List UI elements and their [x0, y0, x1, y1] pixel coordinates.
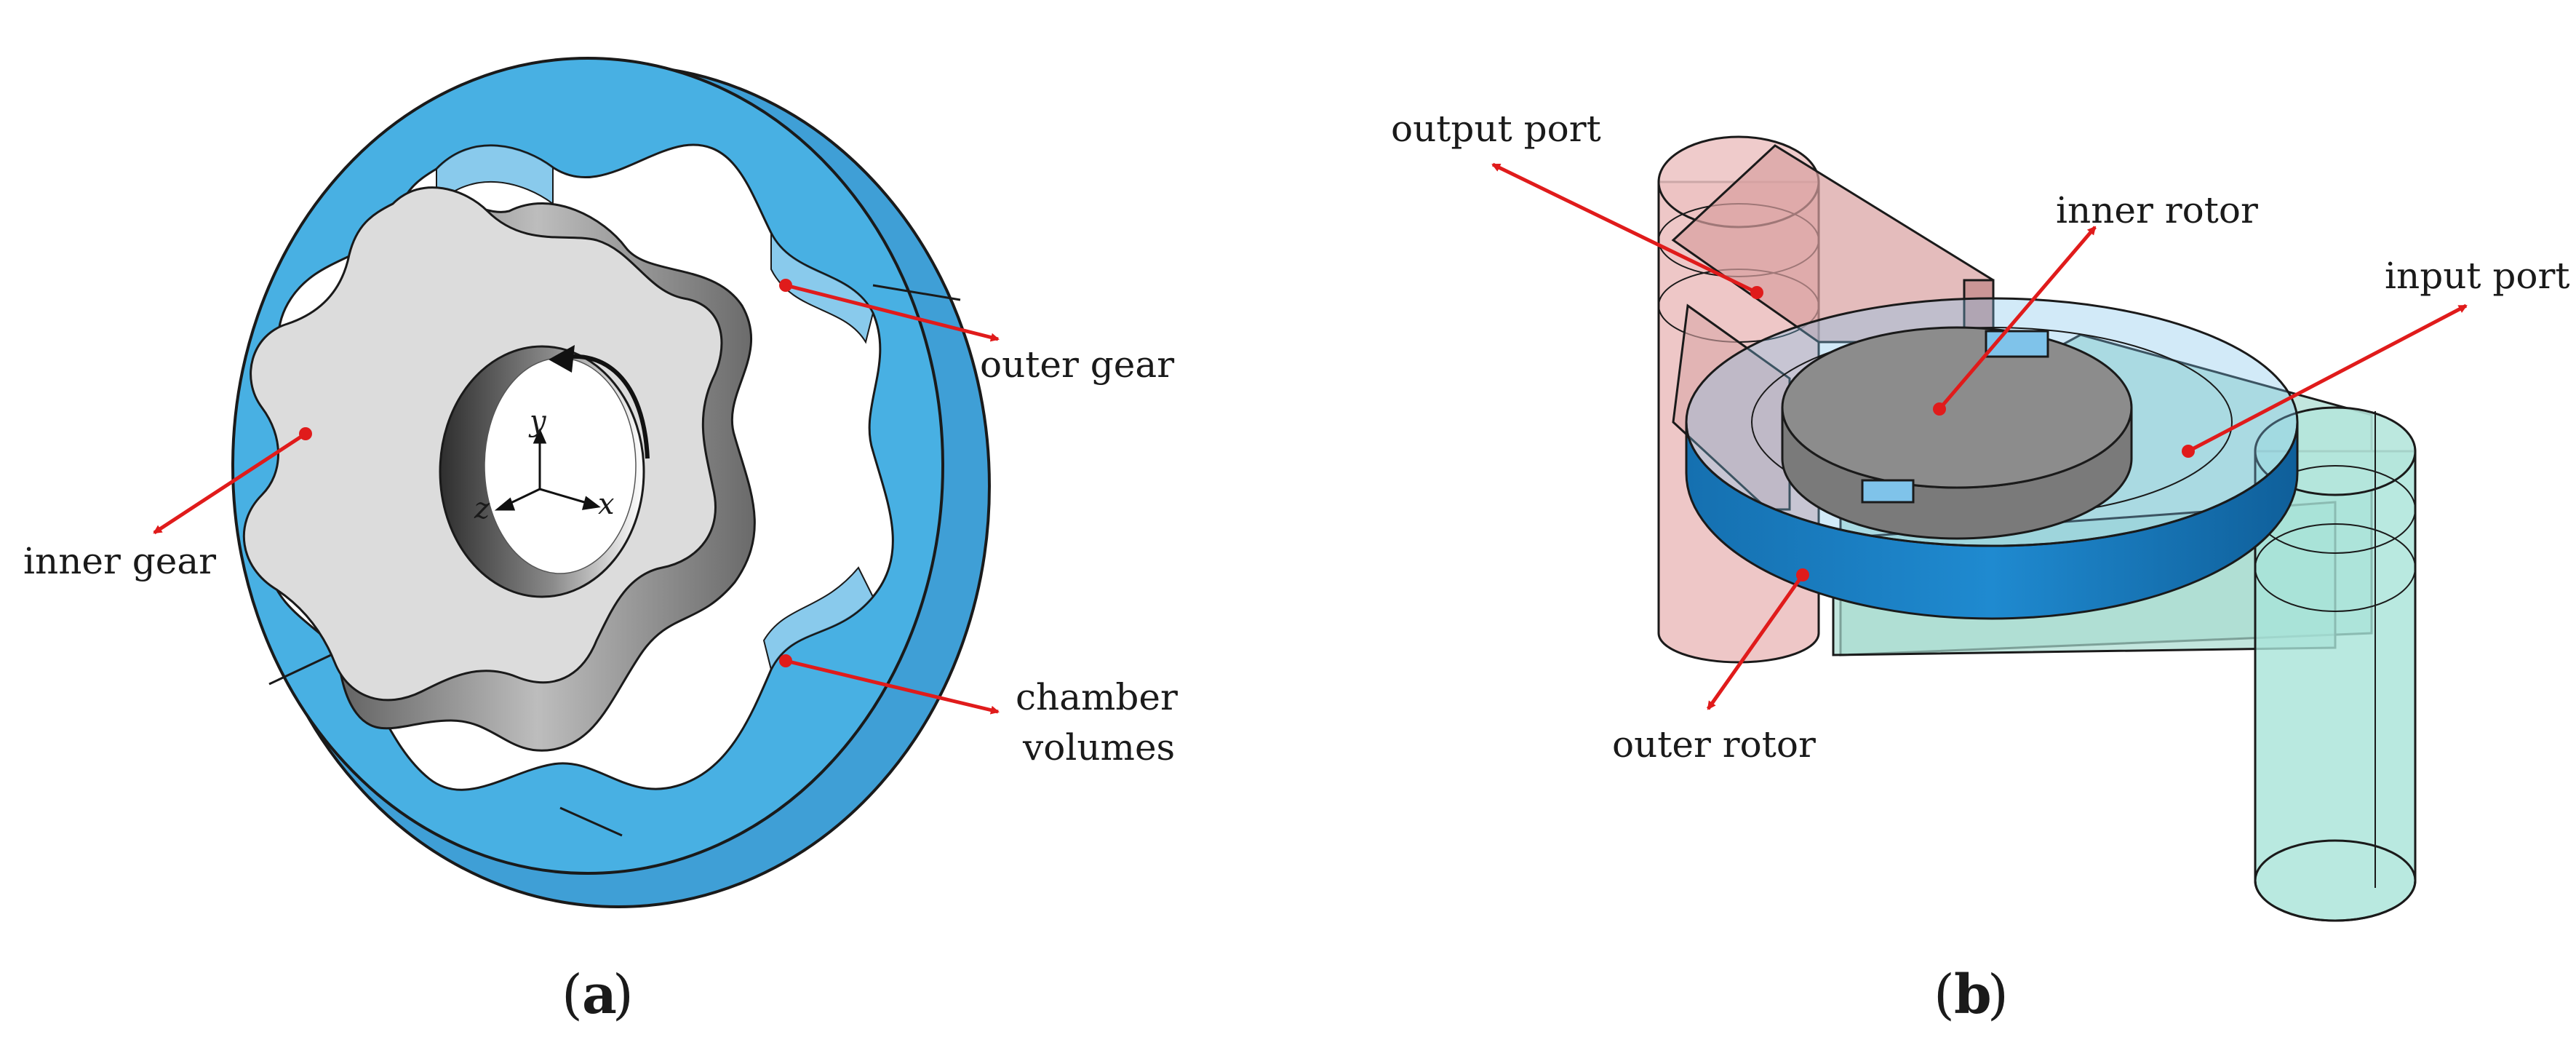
panel-b-caption: ( b ) [1934, 964, 2009, 1026]
leader-outer-gear [779, 279, 1000, 342]
svg-text:(: ( [1934, 964, 1955, 1026]
leader-chamber-volumes [779, 654, 1000, 715]
axis-y-label: y [528, 405, 547, 438]
panel-a: y x z outer gear inner gear chamber volu… [23, 57, 1178, 1026]
panel-a-caption: ( a ) [562, 964, 634, 1026]
panel-b: output port inner rotor input port outer… [1391, 108, 2570, 1026]
svg-text:b: b [1954, 964, 1992, 1026]
svg-text:a: a [582, 964, 617, 1026]
outer-gear-segment-line [872, 284, 961, 301]
rotation-arrow-icon [559, 354, 650, 459]
leader-output-port [1491, 162, 1763, 299]
outer-gear-segment-line [268, 654, 332, 686]
output-port-body [1657, 135, 1995, 664]
label-chamber-line2: volumes [1022, 726, 1175, 769]
label-inner-gear: inner gear [23, 540, 216, 582]
outer-gear-tooth-wall [762, 566, 874, 672]
svg-text:(: ( [562, 964, 583, 1026]
label-input-port: input port [2385, 255, 2570, 297]
svg-text:): ) [613, 964, 634, 1026]
axis-x-label: x [598, 488, 615, 521]
svg-text:): ) [1987, 964, 2009, 1026]
axis-z-label: z [474, 492, 490, 525]
leader-outer-rotor [1706, 568, 1809, 710]
leader-inner-gear [153, 427, 312, 535]
coordinate-axes [494, 428, 601, 511]
rotation-arrowhead-icon [549, 345, 575, 373]
outer-gear-tooth-wall [770, 232, 874, 344]
leader-inner-rotor [1933, 226, 2097, 416]
label-outer-rotor: outer rotor [1612, 723, 1816, 766]
label-outer-gear: outer gear [980, 344, 1174, 386]
inner-gear-bore-highlight [484, 357, 637, 574]
leader-input-port [2182, 303, 2468, 458]
label-inner-rotor: inner rotor [2056, 189, 2258, 231]
outer-gear-segment-line [559, 806, 623, 837]
label-output-port: output port [1391, 108, 1601, 150]
label-chamber-line1: chamber [1016, 676, 1178, 718]
inner-rotor-body [1781, 326, 2133, 540]
